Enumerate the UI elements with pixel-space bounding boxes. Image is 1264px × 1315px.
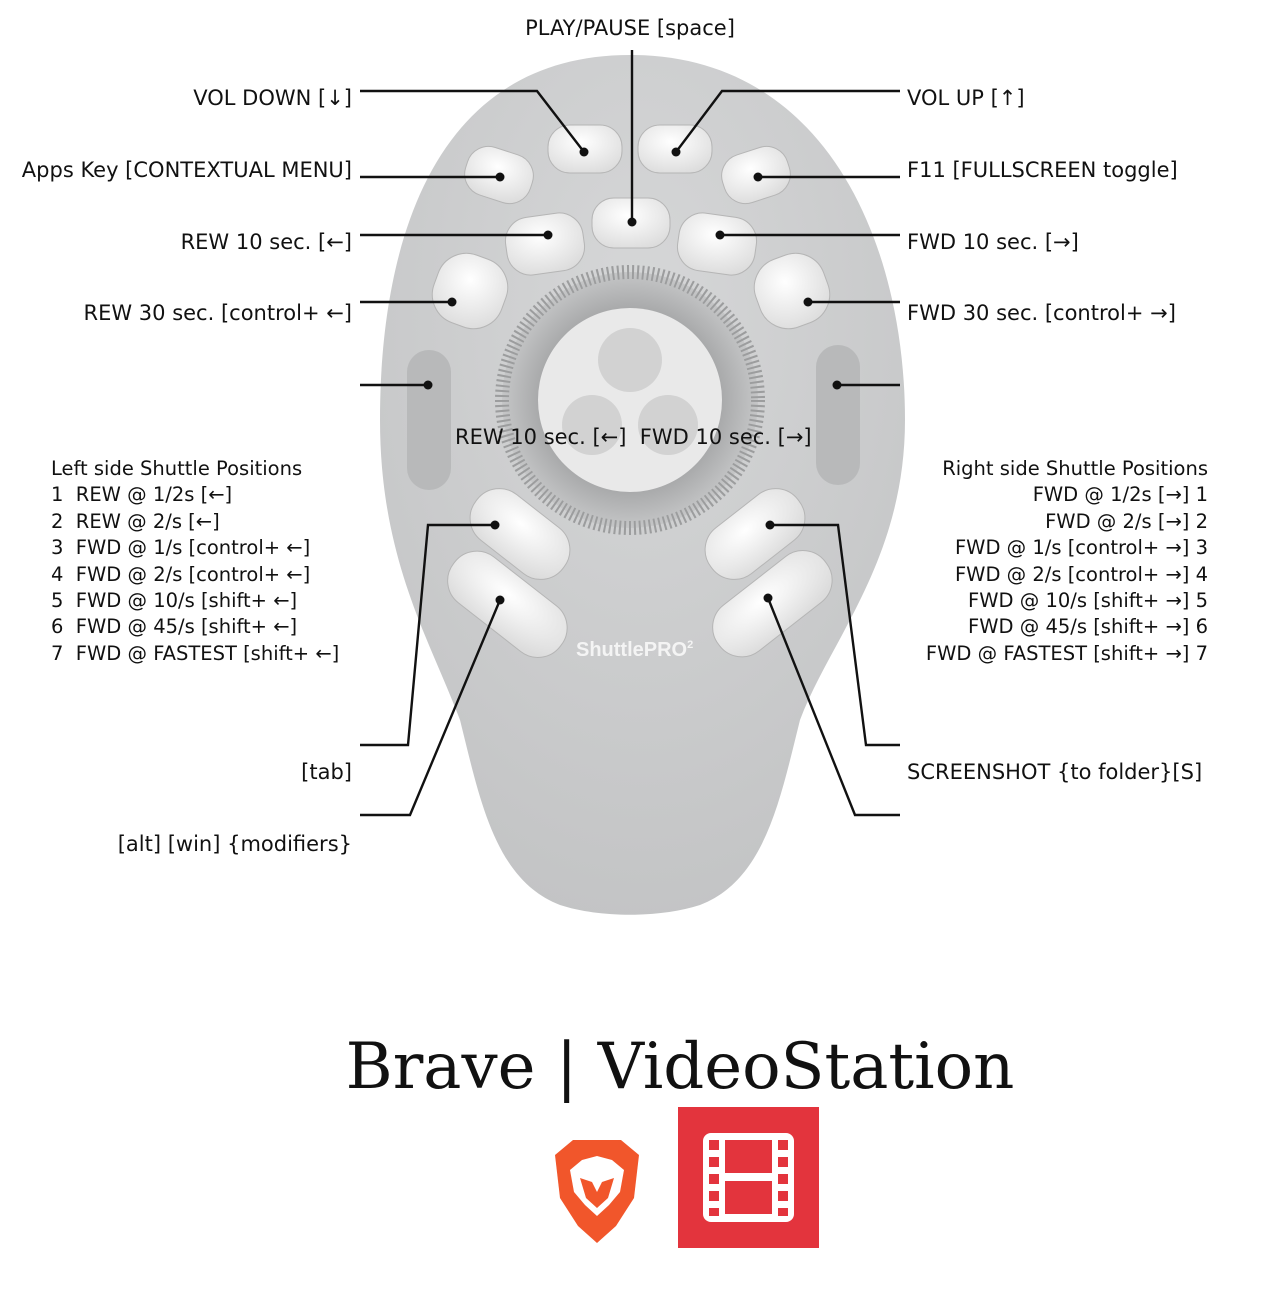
label-rew30: REW 30 sec. [control+ ←] (83, 301, 353, 325)
right-shuttle-heading: Right side Shuttle Positions (942, 457, 1208, 480)
right-shuttle-item: FWD @ 1/s [control+ →] 3 (954, 536, 1208, 560)
device-brand: ShuttlePRO2 (576, 639, 693, 661)
label-fwd10: FWD 10 sec. [→] (907, 230, 1079, 254)
left-shuttle-list: Left side Shuttle Positions 1 REW @ 1/2s… (51, 456, 339, 667)
tab-key[interactable] (459, 477, 581, 590)
label-rew10: REW 10 sec. [←] (180, 230, 352, 254)
footer-title: Brave | VideoStation (345, 1030, 1015, 1104)
videostation-logo (678, 1107, 819, 1248)
label-f11: F11 [FULLSCREEN toggle] (907, 158, 1178, 182)
left-shuttle-item: 2 REW @ 2/s [←] (51, 509, 220, 533)
right-shuttle-list: Right side Shuttle Positions FWD @ 1/2s … (880, 456, 1208, 667)
left-shuttle-item: 3 FWD @ 1/s [control+ ←] (51, 536, 311, 560)
left-side-button[interactable] (407, 350, 451, 490)
right-shuttle-item: FWD @ 45/s [shift+ →] 6 (968, 615, 1208, 639)
label-play-pause: PLAY/PAUSE [space] (525, 16, 735, 40)
left-shuttle-heading: Left side Shuttle Positions (51, 457, 303, 480)
right-shuttle-item: FWD @ 2/s [→] 2 (1045, 509, 1208, 533)
label-fwd30: FWD 30 sec. [control+ →] (907, 301, 1176, 325)
left-shuttle-item: 1 REW @ 1/2s [←] (51, 483, 233, 507)
left-shuttle-item: 6 FWD @ 45/s [shift+ ←] (51, 615, 298, 639)
left-shuttle-item: 5 FWD @ 10/s [shift+ ←] (51, 589, 298, 613)
label-vol-up: VOL UP [↑] (907, 86, 1025, 110)
leader-lines (360, 50, 900, 817)
fwd30-key[interactable] (746, 245, 838, 337)
label-modifiers: [alt] [win] {modifiers} (117, 832, 352, 856)
right-shuttle-item: FWD @ 2/s [control+ →] 4 (954, 562, 1208, 586)
right-shuttle-item: FWD @ 10/s [shift+ →] 5 (968, 589, 1208, 613)
label-tab: [tab] (301, 760, 352, 784)
leader-dots (423, 147, 842, 605)
rew30-key[interactable] (424, 245, 516, 337)
label-vol-down: VOL DOWN [↓] (193, 86, 352, 110)
label-screenshot: SCREENSHOT {to folder}[S] (907, 760, 1203, 784)
right-shuttle-item: FWD @ 1/2s [→] 1 (1032, 483, 1208, 507)
right-shuttle-item: FWD @ FASTEST [shift+ →] 7 (925, 641, 1208, 665)
lower-buttons (447, 477, 843, 668)
right-side-button[interactable] (816, 345, 860, 485)
right-upper-lower-key[interactable] (694, 477, 816, 590)
brave-logo (555, 1140, 639, 1243)
rew10-key[interactable] (502, 210, 587, 278)
label-apps-key: Apps Key [CONTEXTUAL MENU] (21, 158, 352, 182)
fwd10-key[interactable] (674, 210, 759, 278)
left-shuttle-item: 4 FWD @ 2/s [control+ ←] (51, 562, 311, 586)
screenshot-key[interactable] (701, 539, 843, 668)
left-shuttle-item: 7 FWD @ FASTEST [shift+ ←] (51, 641, 340, 665)
label-center-jog: REW 10 sec. [←] FWD 10 sec. [→] (455, 425, 812, 449)
